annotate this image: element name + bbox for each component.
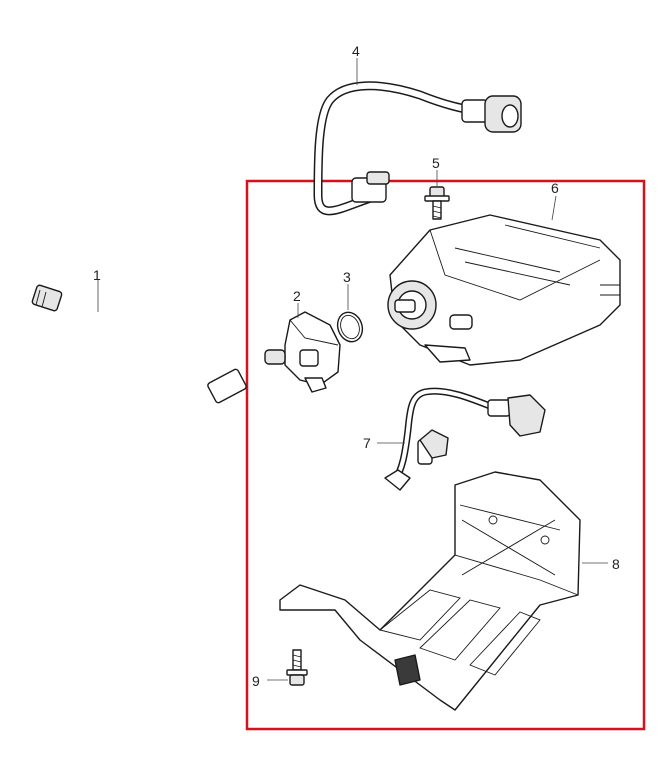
callout-1: 1 — [93, 267, 101, 283]
callout-4: 4 — [352, 43, 360, 59]
part-7-vent-tube[interactable] — [384, 387, 546, 491]
callout-6: 6 — [551, 180, 559, 196]
part-6-canister[interactable] — [387, 214, 621, 366]
callout-3: 3 — [343, 269, 351, 285]
part-5-bolt[interactable] — [424, 186, 450, 220]
callout-5: 5 — [432, 155, 440, 171]
callout-9: 9 — [252, 673, 260, 689]
part-2-sensor[interactable] — [264, 311, 341, 393]
part-1-hose[interactable] — [31, 284, 248, 412]
highlight-box — [245, 179, 646, 731]
part-9-bolt[interactable] — [286, 649, 308, 686]
part-8-bracket[interactable] — [279, 471, 581, 711]
part-3-o-ring[interactable] — [334, 309, 367, 345]
part-4-hose[interactable] — [313, 81, 522, 216]
callout-8: 8 — [612, 556, 620, 572]
callout-2: 2 — [293, 288, 301, 304]
leader-6 — [551, 195, 557, 221]
callout-7: 7 — [363, 435, 371, 451]
